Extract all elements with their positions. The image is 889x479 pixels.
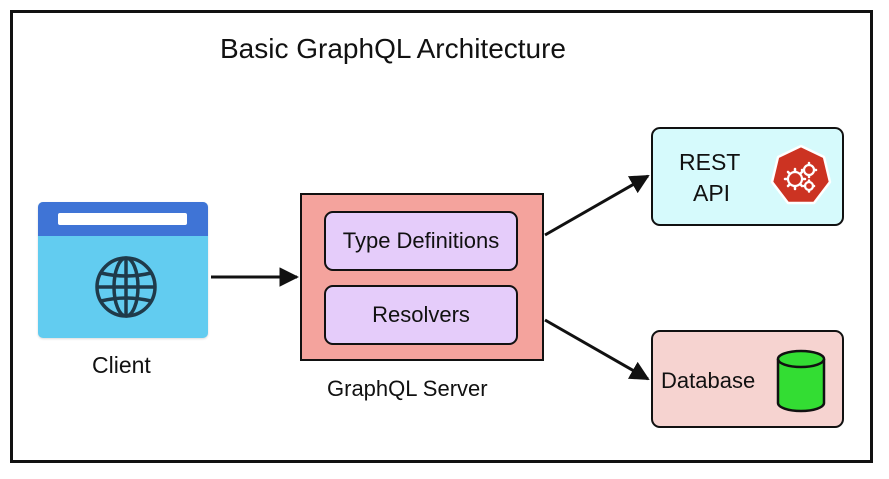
client-browser-window	[38, 202, 208, 338]
database-box: Database	[651, 330, 844, 428]
kubernetes-icon	[770, 144, 832, 205]
client-address-bar	[58, 213, 187, 225]
rest-api-box: REST API	[651, 127, 844, 226]
database-label: Database	[661, 368, 756, 393]
rest-api-label-line1: REST	[679, 149, 741, 175]
graphql-server-box: Type Definitions Resolvers	[300, 193, 544, 361]
diagram-title: Basic GraphQL Architecture	[220, 33, 567, 64]
rest-api-label: REST API	[679, 147, 740, 209]
rest-api-label-line2: API	[693, 180, 731, 206]
client-label: Client	[92, 352, 151, 378]
client-window-titlebar	[38, 202, 208, 236]
graphql-server-label: GraphQL Server	[327, 376, 488, 401]
globe-icon	[95, 256, 157, 318]
resolvers-box: Resolvers	[324, 285, 518, 345]
database-cylinder-icon	[776, 349, 826, 413]
type-definitions-box: Type Definitions	[324, 211, 518, 271]
